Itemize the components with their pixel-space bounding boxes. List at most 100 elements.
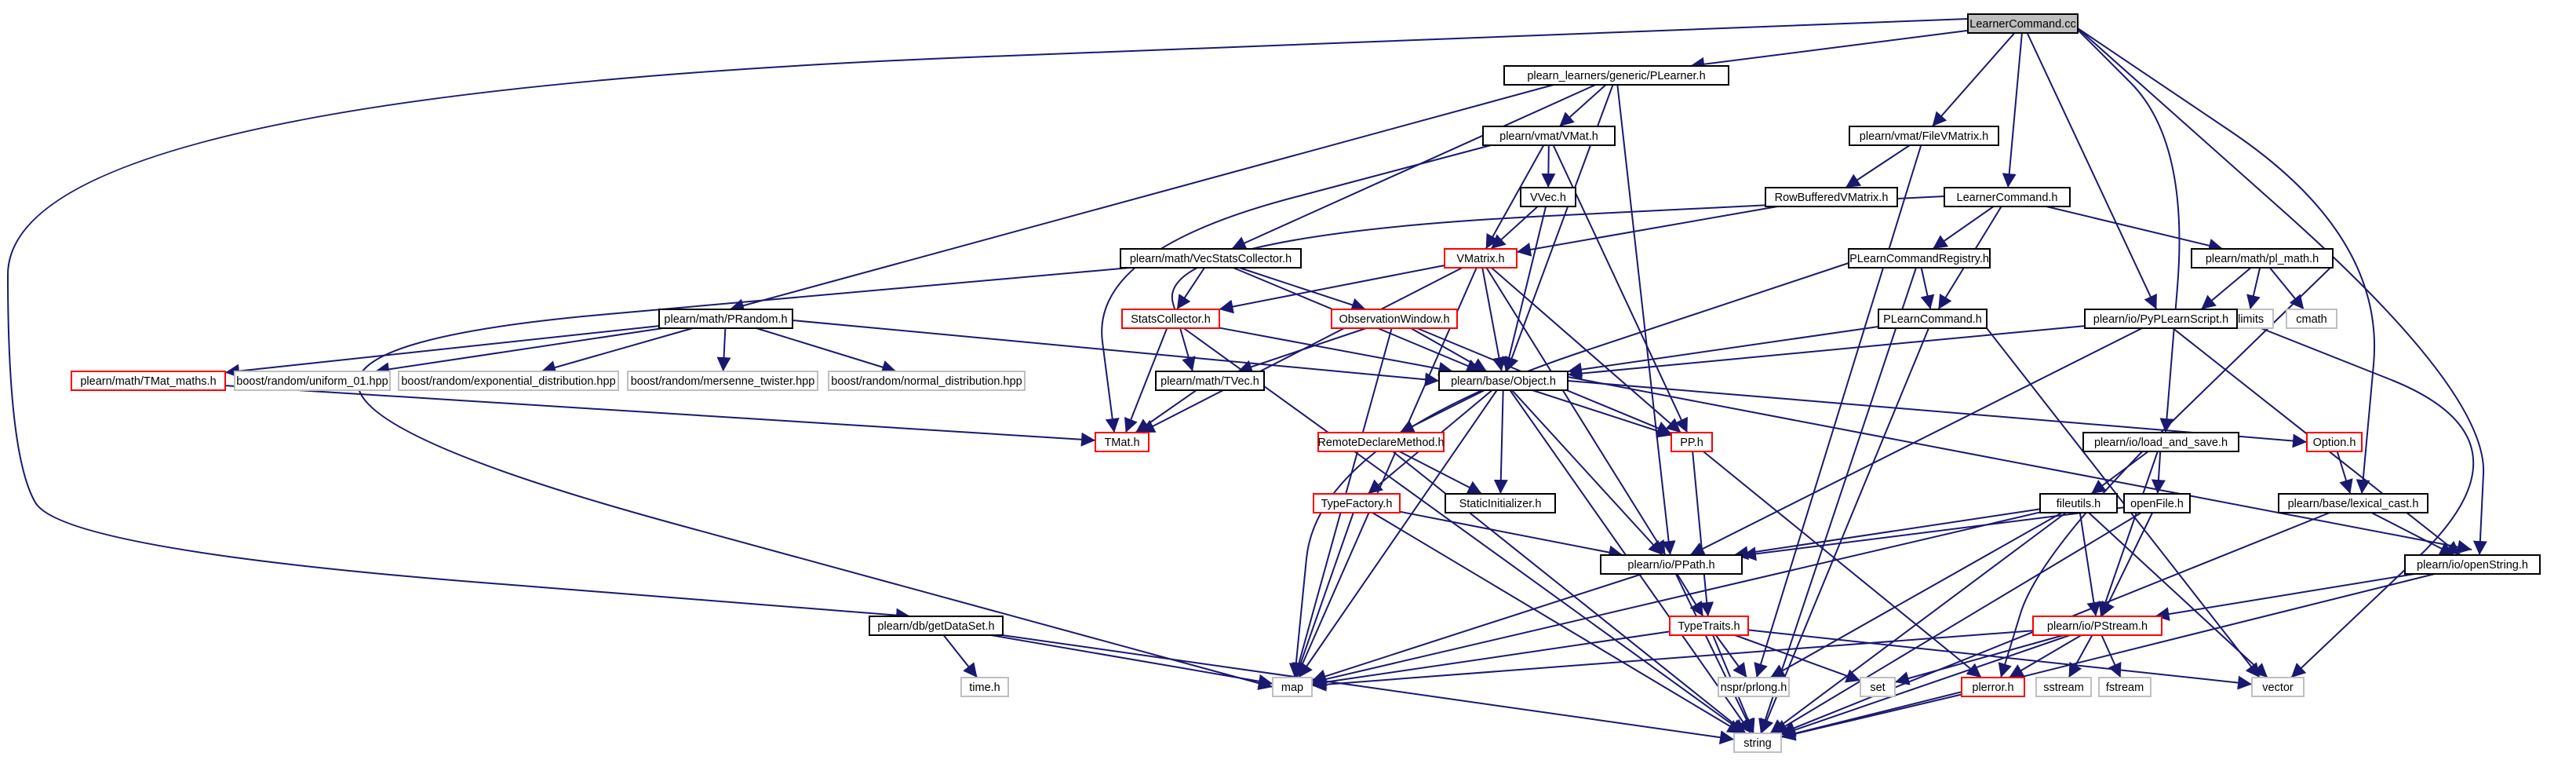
node-loadsave[interactable]: plearn/io/load_and_save.h xyxy=(2082,432,2239,452)
edge-fileutils-to-pstream xyxy=(2079,512,2101,617)
node-label: plearn/io/load_and_save.h xyxy=(2094,437,2228,449)
node-fileutils[interactable]: fileutils.h xyxy=(2039,493,2118,513)
node-typetraits[interactable]: TypeTraits.h xyxy=(1669,616,1749,636)
node-ppath[interactable]: plearn/io/PPath.h xyxy=(1600,554,1743,575)
edge-object-to-remote xyxy=(1399,389,1485,433)
node-staticinit[interactable]: StaticInitializer.h xyxy=(1445,493,1556,513)
edge-typetraits-to-map xyxy=(1311,630,1671,689)
node-label: plearn/vmat/FileVMatrix.h xyxy=(1860,130,1988,143)
node-cmath: cmath xyxy=(2286,309,2337,329)
node-label: sstream xyxy=(2043,681,2084,694)
edge-object-to-ppath xyxy=(1511,389,1663,556)
node-label: TypeTraits.h xyxy=(1678,620,1740,633)
node-label: StaticInitializer.h xyxy=(1459,498,1542,510)
node-set: set xyxy=(1860,677,1896,697)
edge-typetraits-to-set xyxy=(1734,634,1861,683)
node-box xyxy=(1520,187,1576,207)
node-vmat[interactable]: plearn/vmat/VMat.h xyxy=(1482,126,1616,146)
node-label: plearn/math/TVec.h xyxy=(1160,375,1259,388)
node-statscol[interactable]: StatsCollector.h xyxy=(1121,309,1220,329)
node-string: string xyxy=(1733,733,1782,753)
edge-lcmdh-to-tvec xyxy=(1171,195,1945,372)
node-label: plearn/math/PRandom.h xyxy=(664,313,787,326)
node-filevm[interactable]: plearn/vmat/FileVMatrix.h xyxy=(1849,126,1999,146)
node-box xyxy=(1849,126,1999,146)
edge-pstream-to-plerror xyxy=(2008,634,2082,678)
edge-ppath-to-map xyxy=(1311,573,1643,683)
node-tmatmaths[interactable]: plearn/math/TMat_maths.h xyxy=(71,371,226,391)
edge-plcmd-to-string xyxy=(1760,327,1929,734)
edge-rowbuf-to-vmatrix xyxy=(1516,206,1778,257)
edge-vmatrix-to-map xyxy=(1295,267,1477,678)
node-tmat[interactable]: TMat.h xyxy=(1095,432,1150,452)
node-vecstats[interactable]: plearn/math/VecStatsCollector.h xyxy=(1120,248,1302,269)
node-label: time.h xyxy=(969,681,1000,694)
node-lexcast[interactable]: plearn/base/lexical_cast.h xyxy=(2278,493,2428,513)
edge-openstring-to-string xyxy=(1780,573,2436,740)
node-box xyxy=(1121,309,1220,329)
node-pp[interactable]: PP.h xyxy=(1671,432,1713,452)
node-getdataset[interactable]: plearn/db/getDataSet.h xyxy=(869,616,1004,636)
node-pstream[interactable]: plearn/io/PStream.h xyxy=(2032,616,2162,636)
node-vmatrix[interactable]: VMatrix.h xyxy=(1444,248,1518,269)
node-vector: vector xyxy=(2251,677,2305,697)
node-prandom[interactable]: plearn/math/PRandom.h xyxy=(658,309,793,329)
node-label: openFile.h xyxy=(2130,498,2184,510)
node-plearner[interactable]: plearn_learners/generic/PLearner.h xyxy=(1503,65,1729,86)
edge-prandom-to-mersenne xyxy=(716,327,731,372)
node-openstring[interactable]: plearn/io/openString.h xyxy=(2404,554,2541,575)
edge-pstream-to-string xyxy=(1780,634,2071,737)
edge-vmatrix-to-statscol xyxy=(1219,264,1445,314)
node-tvec[interactable]: plearn/math/TVec.h xyxy=(1155,371,1265,391)
node-registry[interactable]: PLearnCommandRegistry.h xyxy=(1848,248,1991,269)
node-option[interactable]: Option.h xyxy=(2306,432,2363,452)
node-box xyxy=(2039,493,2118,513)
edge-getdataset-to-string xyxy=(1002,634,1735,745)
node-object[interactable]: plearn/base/Object.h xyxy=(1438,371,1569,391)
node-box xyxy=(2306,432,2363,452)
node-label: Option.h xyxy=(2313,437,2356,449)
edge-filevm-to-nsprlong xyxy=(1754,144,1922,678)
edge-loadsave-to-openfile xyxy=(2151,451,2166,495)
node-box xyxy=(1961,677,2025,697)
edge-plcmd-to-object xyxy=(1567,325,1879,377)
node-box xyxy=(1600,554,1743,575)
edge-prandom-to-uniform xyxy=(374,327,664,377)
node-box xyxy=(2035,677,2092,697)
edge-plearner-to-prandom xyxy=(729,84,1554,312)
node-plmath[interactable]: plearn/math/pl_math.h xyxy=(2191,248,2334,269)
edge-root-to-loadsave xyxy=(2071,23,2181,433)
edge-obswin-to-object xyxy=(1410,327,1488,372)
edge-statscol-to-object xyxy=(1219,327,1453,376)
node-pyscript[interactable]: plearn/io/PyPLearnScript.h xyxy=(2084,309,2238,329)
node-typefactory[interactable]: TypeFactory.h xyxy=(1313,493,1401,513)
node-box xyxy=(1331,309,1458,329)
edge-fileutils-to-nsprlong xyxy=(1769,512,2063,678)
node-box xyxy=(2251,677,2305,697)
node-obswin[interactable]: ObservationWindow.h xyxy=(1331,309,1458,329)
node-remote[interactable]: RemoteDeclareMethod.h xyxy=(1317,432,1445,452)
edge-getdataset-to-timeh xyxy=(942,634,978,678)
edge-typefactory-to-map xyxy=(1293,512,1354,678)
node-root[interactable]: LearnerCommand.cc xyxy=(1967,13,2079,34)
edge-root-to-lexcast xyxy=(2075,26,2375,495)
node-plcmd[interactable]: PLearnCommand.h xyxy=(1878,309,1988,329)
node-box xyxy=(2404,554,2541,575)
edge-vecstats-to-obswin xyxy=(1239,267,1366,312)
edge-object-to-pp xyxy=(1532,389,1672,438)
node-plerror[interactable]: plerror.h xyxy=(1961,677,2025,697)
node-label: LearnerCommand.cc xyxy=(1969,18,2075,31)
node-lcmdh[interactable]: LearnerCommand.h xyxy=(1944,187,2071,207)
edge-object-to-map xyxy=(1298,389,1498,678)
node-rowbuf[interactable]: RowBufferedVMatrix.h xyxy=(1765,187,1898,207)
node-box xyxy=(1860,677,1896,697)
node-openfile[interactable]: openFile.h xyxy=(2123,493,2191,513)
edge-pyscript-to-vector xyxy=(2236,318,2475,678)
edge-typetraits-to-nsprlong xyxy=(1714,634,1748,678)
edge-openfile-to-pstream xyxy=(2101,512,2154,617)
node-label: plearn/math/TMat_maths.h xyxy=(80,375,216,388)
edge-root-to-lcmdh xyxy=(2002,32,2023,188)
node-label: PP.h xyxy=(1680,437,1703,449)
node-vvec[interactable]: VVec.h xyxy=(1520,187,1576,207)
node-label: boost/random/exponential_distribution.hp… xyxy=(401,375,615,388)
